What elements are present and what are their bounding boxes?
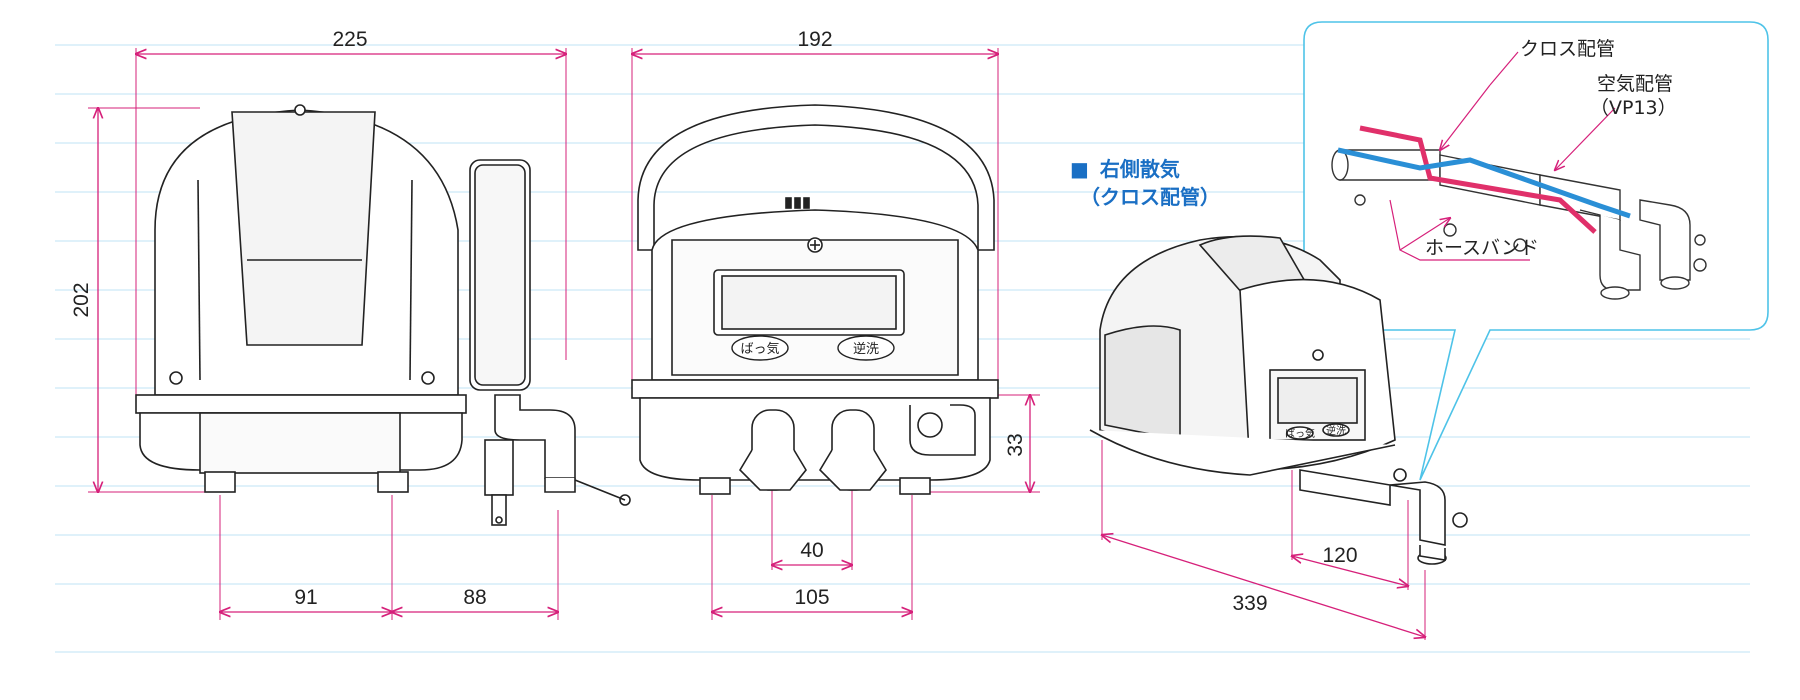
red-cross-pipe	[1359, 125, 1597, 234]
total-length-label: 339	[1232, 592, 1267, 615]
side-width-label: 225	[332, 28, 367, 51]
cross-piping-label: クロス配管	[1520, 38, 1615, 60]
height-dimension: 202	[70, 108, 98, 492]
backwash-button	[837, 335, 895, 361]
height-label: 202	[70, 282, 93, 317]
section-title: ■ 右側散気 （クロス配管）	[1070, 157, 1220, 209]
aeration-label: ばっ気	[740, 341, 779, 357]
pipe-height-dimension: 33	[1004, 395, 1030, 492]
side-width-dimension: 225	[136, 28, 566, 54]
aeration-button	[731, 335, 789, 361]
foot-span-left-label: 91	[294, 586, 317, 609]
total-length-dimension: 339	[1102, 440, 1425, 640]
svg-text:■ 右側散気: ■ 右側散気	[1070, 157, 1180, 181]
pipe-spacing-dimension: 40	[772, 539, 852, 565]
section-title-line1: 右側散気	[1100, 157, 1180, 181]
front-width-label: 192	[797, 28, 832, 51]
foot-span-front-label: 105	[794, 586, 829, 609]
pipe-height-label: 33	[1004, 433, 1027, 456]
callout-bubble: クロス配管 空気配管 （VP13） ホースバンド	[1303, 21, 1769, 481]
foot-span-left-dimension: 91	[220, 586, 392, 612]
pipe-spacing-label: 40	[800, 539, 823, 562]
foot-span-front-dimension: 105	[712, 586, 912, 612]
iso-backwash-label: 逆洗	[1326, 424, 1346, 437]
vp13-label: （VP13）	[1590, 97, 1677, 119]
air-piping-label: 空気配管	[1597, 73, 1673, 95]
pipe-offset-label: 120	[1322, 544, 1357, 567]
hose-band-label: ホースバンド	[1425, 237, 1539, 259]
foot-span-right-dimension: 88	[392, 586, 558, 612]
front-view	[631, 48, 1040, 620]
front-width-dimension: 192	[632, 28, 998, 54]
section-title-line2: （クロス配管）	[1080, 185, 1220, 209]
control-panel-buttons: ばっ気 逆洗	[731, 335, 895, 361]
isometric-view	[1089, 235, 1468, 565]
backwash-label: 逆洗	[853, 341, 879, 357]
section-marker: ■	[1070, 157, 1089, 181]
side-view	[88, 48, 631, 620]
blue-cross-pipe	[1337, 147, 1631, 219]
foot-span-right-label: 88	[463, 586, 486, 609]
iso-panel-buttons: ばっ気 逆洗	[1285, 424, 1346, 440]
iso-aeration-label: ばっ気	[1285, 427, 1315, 440]
